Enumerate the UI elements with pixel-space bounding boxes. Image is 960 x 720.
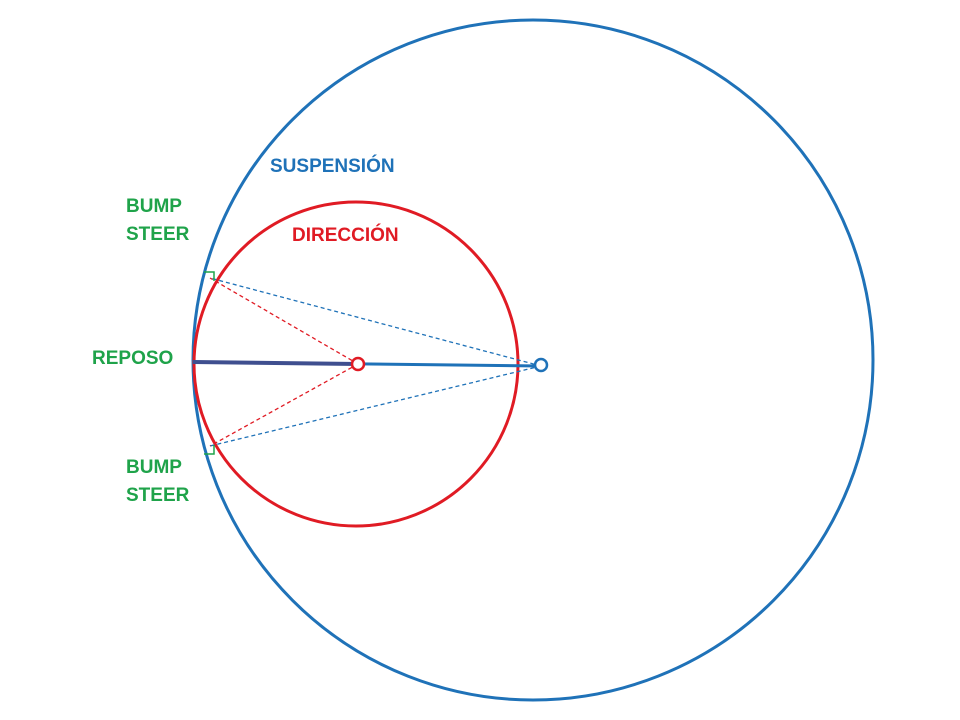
suspension-circle (191, 18, 875, 702)
suspension-label: SUSPENSIÓN (270, 156, 395, 177)
suspension-dashed-lower (209, 365, 542, 447)
bump-steer-bottom-line1: BUMP (126, 457, 182, 478)
direction-dashed-lower (209, 363, 359, 447)
bump-steer-bottom-line2: STEER (126, 485, 190, 506)
bump-steer-marker-upper (204, 271, 215, 281)
bump-steer-marker-lower (204, 445, 215, 455)
bump-steer-label-bottom: BUMP STEER (126, 454, 189, 510)
direction-pivot (350, 356, 366, 372)
direction-dashed-upper (209, 277, 359, 365)
reposo-direction-arm (192, 360, 359, 366)
bump-steer-label-top: BUMP STEER (126, 193, 189, 249)
bump-steer-top-line1: BUMP (126, 196, 182, 217)
direction-label: DIRECCIÓN (292, 225, 399, 246)
suspension-dashed-upper (209, 277, 542, 367)
reposo-label: REPOSO (92, 348, 174, 369)
bump-steer-top-line2: STEER (126, 224, 190, 245)
suspension-pivot (533, 357, 549, 373)
